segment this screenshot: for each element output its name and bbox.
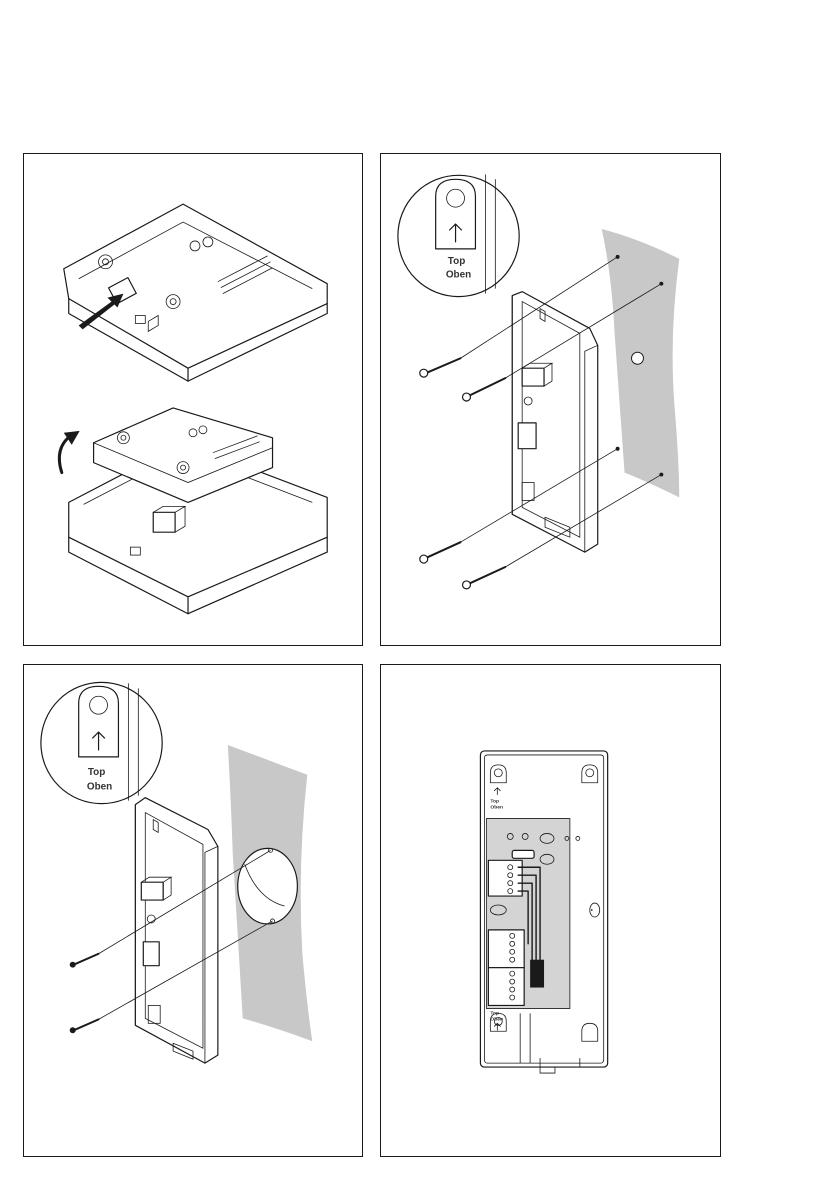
open-housing-illustration <box>24 154 362 645</box>
screw-mounting-illustration: Top Oben <box>381 154 720 645</box>
screw-bottom-left <box>420 542 461 563</box>
flush-box-mounting-illustration: Top Oben <box>24 665 362 1156</box>
screw-upper <box>70 954 99 968</box>
orientation-callout: Top Oben <box>398 174 519 296</box>
screw-top-left <box>420 358 461 377</box>
screw-top-right <box>463 378 506 401</box>
oben-label-lower: Oben <box>490 1016 503 1022</box>
closed-housing <box>64 204 327 381</box>
top-label: Top <box>88 767 105 778</box>
opened-housing <box>69 408 327 614</box>
flush-box <box>238 848 298 924</box>
oben-label-upper: Oben <box>490 805 503 811</box>
terminal-frame: Top Oben Top Oben <box>480 751 607 1073</box>
panel-open-housing <box>23 153 363 646</box>
top-label-upper: Top <box>490 799 499 805</box>
panel-screw-mounting: Top Oben <box>380 153 721 646</box>
orientation-callout: Top Oben <box>41 682 162 803</box>
wiring-illustration: Top Oben Top Oben <box>381 665 720 1156</box>
panel-wiring-view: Top Oben Top Oben <box>380 664 721 1157</box>
panel-flush-box-mounting: Top Oben <box>23 664 363 1157</box>
top-label-lower: Top <box>490 1010 499 1016</box>
mounting-frame <box>135 798 218 1063</box>
oben-label: Oben <box>446 270 471 281</box>
top-label: Top <box>448 256 465 267</box>
mounting-frame <box>512 292 597 552</box>
screw-bottom-right <box>463 567 506 589</box>
oben-label: Oben <box>87 782 112 793</box>
screw-lower <box>70 1019 99 1033</box>
